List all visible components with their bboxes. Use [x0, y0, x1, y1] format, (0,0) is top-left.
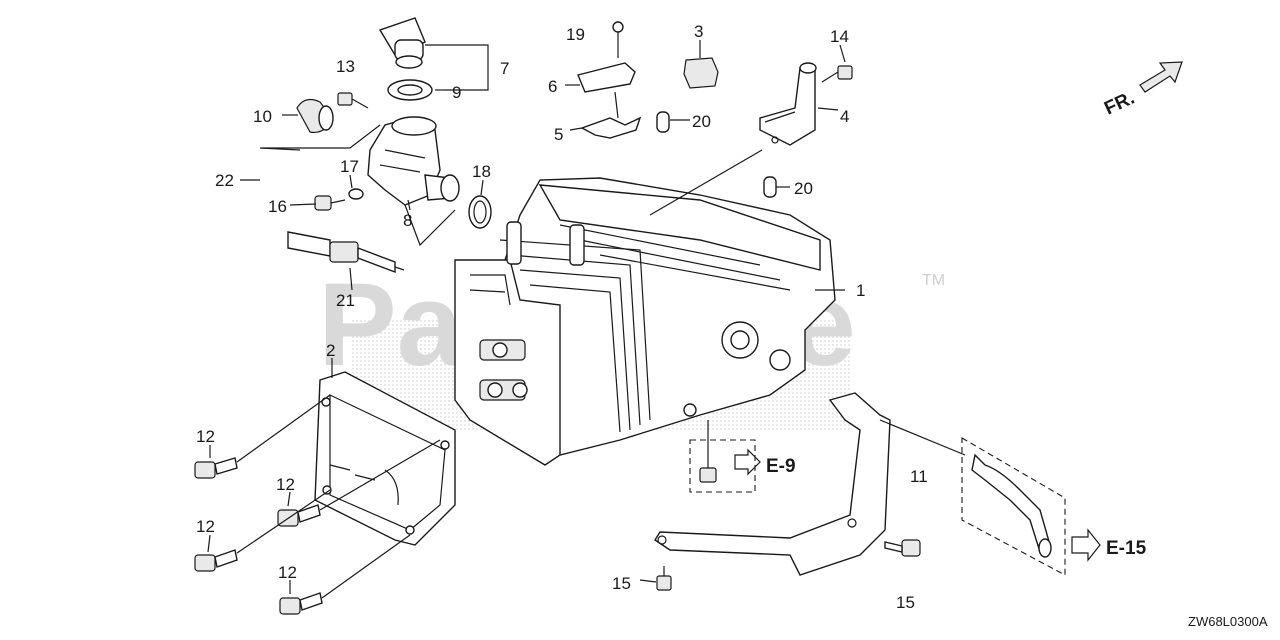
- bolt-e9: [689, 420, 756, 493]
- callout-7: 7: [500, 59, 509, 78]
- spark-plug: [287, 231, 405, 274]
- cap-part: [378, 17, 426, 69]
- bolt-15a: [656, 566, 672, 591]
- spring-plate-5: [580, 116, 642, 139]
- callout-15b: 15: [896, 593, 915, 612]
- bolt-15b: [884, 539, 921, 557]
- bolt-12d: [279, 592, 323, 615]
- callout-18: 18: [472, 162, 491, 181]
- leader-8-down: [404, 204, 456, 247]
- callout-17: 17: [340, 157, 359, 176]
- callout-20a: 20: [692, 112, 711, 131]
- arrow-e15: [1071, 528, 1101, 562]
- bracket-11: [654, 392, 891, 576]
- leader-22: [262, 124, 381, 149]
- screw-19: [612, 21, 624, 58]
- callout-8: 8: [403, 211, 412, 230]
- callout-16: 16: [268, 197, 287, 216]
- callout-13: 13: [336, 57, 355, 76]
- callout-12a: 12: [196, 427, 215, 446]
- callout-6: 6: [548, 77, 557, 96]
- bolt-14: [821, 65, 853, 83]
- callout-22: 22: [215, 171, 234, 190]
- ref-e9: E-9: [766, 456, 796, 477]
- front-arrow: [1139, 61, 1183, 93]
- leader-bolt-16: [259, 147, 301, 151]
- watermark-trademark: TM: [922, 272, 945, 289]
- bracket-7: [425, 44, 489, 91]
- callout-4: 4: [840, 107, 849, 126]
- plate-6: [577, 62, 636, 93]
- bolt-16: [314, 195, 346, 211]
- callout-2: 2: [326, 341, 335, 360]
- callout-9: 9: [452, 83, 461, 102]
- callout-19: 19: [566, 25, 585, 44]
- cylinder-head: [454, 177, 836, 466]
- arrow-e9: [734, 448, 761, 476]
- o-ring-18: [468, 195, 492, 229]
- callout-5: 5: [554, 125, 563, 144]
- dowel-20a: [656, 111, 670, 133]
- callout-14: 14: [830, 27, 849, 46]
- bolt-12b: [277, 504, 321, 527]
- hose-part: [961, 437, 1066, 576]
- bolt-12a: [194, 457, 238, 479]
- block-3: [683, 57, 719, 89]
- dowel-20b: [763, 176, 777, 198]
- callout-1: 1: [856, 281, 865, 300]
- seal-part: [387, 79, 433, 101]
- callout-11: 11: [910, 467, 928, 486]
- washer-17: [348, 188, 364, 200]
- breather-tube: [759, 62, 817, 146]
- leader-lines: [207, 40, 846, 594]
- callout-10: 10: [253, 107, 272, 126]
- drawing-code: ZW68L0300A: [1188, 614, 1268, 629]
- bolt-13: [337, 92, 369, 109]
- callout-21: 21: [336, 291, 355, 310]
- callout-12d: 12: [278, 563, 297, 582]
- front-label: FR.: [1101, 88, 1138, 120]
- bolt-12c: [194, 549, 238, 572]
- callout-3: 3: [694, 22, 703, 41]
- callout-15a: 15: [612, 574, 631, 593]
- plug-part: [296, 98, 334, 134]
- ref-e15: E-15: [1106, 538, 1147, 559]
- callout-12b: 12: [276, 475, 295, 494]
- callout-20b: 20: [794, 179, 813, 198]
- callout-12c: 12: [196, 517, 215, 536]
- water-outlet-body: [367, 116, 460, 206]
